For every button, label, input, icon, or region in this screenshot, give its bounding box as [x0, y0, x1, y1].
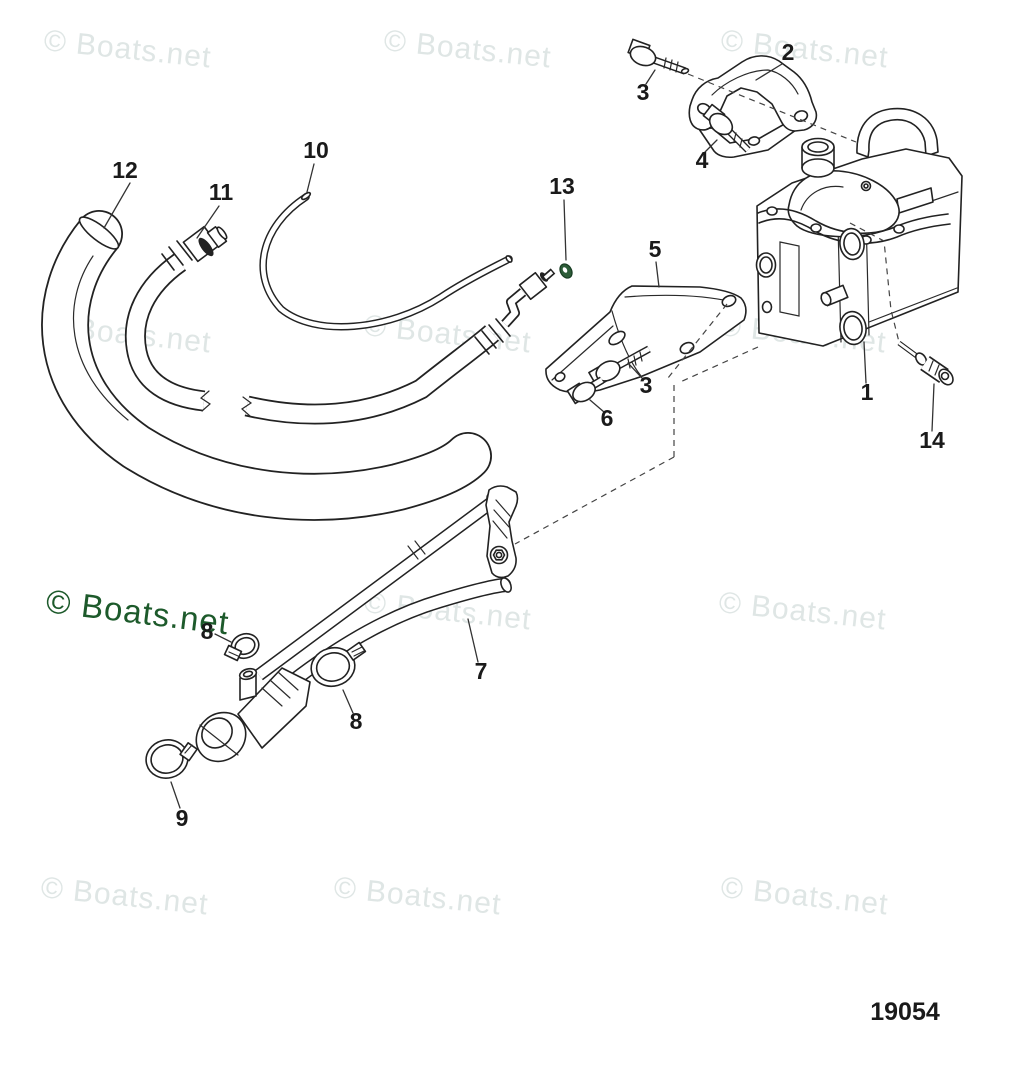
callout-11: 11 [209, 179, 234, 205]
callout-8a: 8 [201, 618, 214, 644]
hose-10 [259, 191, 513, 331]
hose-12-open-end [78, 216, 120, 250]
hose-clamp-8a [223, 632, 260, 662]
pump-handle [856, 107, 939, 158]
pipe-junction [195, 667, 311, 763]
hose-clamp-8b [310, 641, 367, 688]
watermark: © Boats.net [717, 586, 888, 636]
hose-clamp-9 [145, 739, 198, 779]
callout-9: 9 [176, 805, 189, 831]
watermark: © Boats.net [382, 24, 553, 74]
hose-10-open-end [300, 191, 312, 201]
watermark: © Boats.net [42, 24, 213, 74]
bolt-14 [897, 340, 954, 386]
callout-7: 7 [475, 658, 488, 684]
watermark: © Boats.net [332, 871, 503, 921]
leader-lines [103, 63, 935, 809]
watermark: © Boats.net [719, 871, 890, 921]
hose-12 [41, 210, 492, 521]
assembly-dashed-lines [514, 73, 900, 545]
callout-3-upper: 3 [637, 79, 650, 105]
hose-break-mark [241, 396, 253, 417]
bracket-5 [545, 285, 747, 394]
callout-3-lower: 3 [640, 372, 653, 398]
callout-4: 4 [696, 147, 709, 173]
callout-10: 10 [303, 137, 329, 163]
callout-13: 13 [549, 173, 575, 199]
drawing-number: 19054 [870, 998, 940, 1026]
bracket-2 [688, 55, 818, 159]
callout-1: 1 [861, 379, 874, 405]
watermark: © Boats.net [39, 871, 210, 921]
fitting-11 [161, 225, 228, 271]
bolt-3-upper [627, 38, 690, 75]
bolt-4 [702, 103, 751, 153]
o-ring-13 [559, 263, 573, 279]
callout-12: 12 [112, 157, 138, 183]
callout-14: 14 [919, 427, 945, 453]
fuel-pump [755, 107, 963, 347]
pipe-mounting-tab [485, 485, 519, 579]
callout-2: 2 [782, 39, 795, 65]
callout-6: 6 [601, 405, 614, 431]
bolt-6 [566, 376, 605, 405]
y-pipe-assembly [145, 485, 519, 779]
hose-11 [124, 225, 556, 425]
hose-break-mark [200, 390, 211, 412]
callout-8b: 8 [350, 708, 363, 734]
bolt-3-lower [588, 345, 651, 388]
callout-5: 5 [649, 236, 662, 262]
callout-labels: 1 2 3 4 5 3 6 7 8 8 9 10 11 12 13 14 [112, 39, 945, 831]
fitting-hose-11-end [474, 268, 556, 355]
